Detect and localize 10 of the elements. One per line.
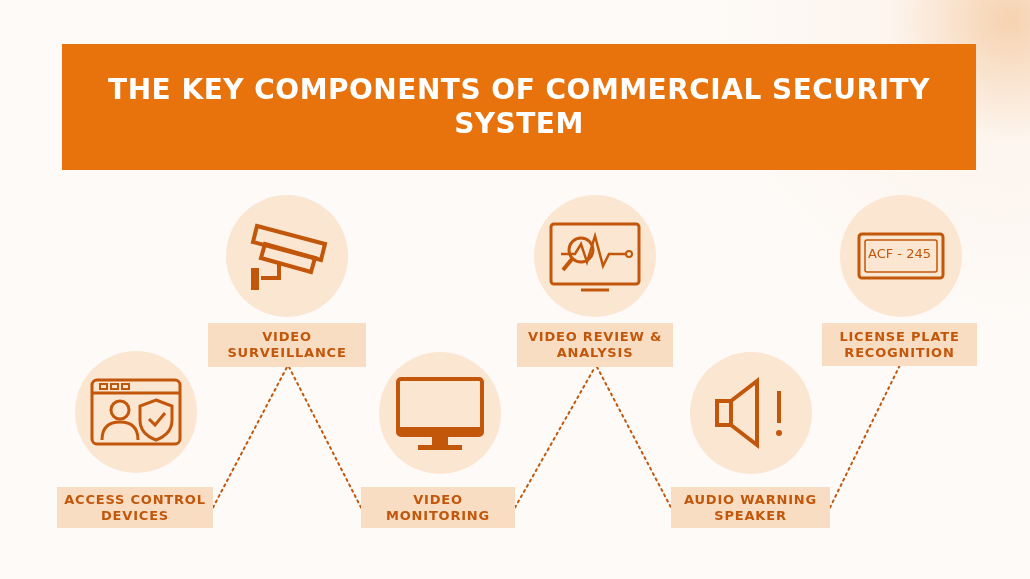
component-label: AUDIO WARNING SPEAKER	[671, 487, 830, 528]
plate-number: ACF - 245	[868, 246, 931, 261]
dotted-connector	[596, 366, 672, 509]
dotted-connector	[288, 366, 362, 509]
title: THE KEY COMPONENTS OF COMMERCIAL SECURITY SYSTEM	[107, 73, 931, 141]
component-label: ACCESS CONTROL DEVICES	[57, 487, 213, 528]
component-label: VIDEO MONITORING	[361, 487, 515, 528]
component-label: VIDEO REVIEW & ANALYSIS	[517, 323, 673, 367]
component-label: LICENSE PLATE RECOGNITION	[822, 323, 977, 366]
component-label: VIDEO SURVEILLANCE	[208, 323, 366, 367]
